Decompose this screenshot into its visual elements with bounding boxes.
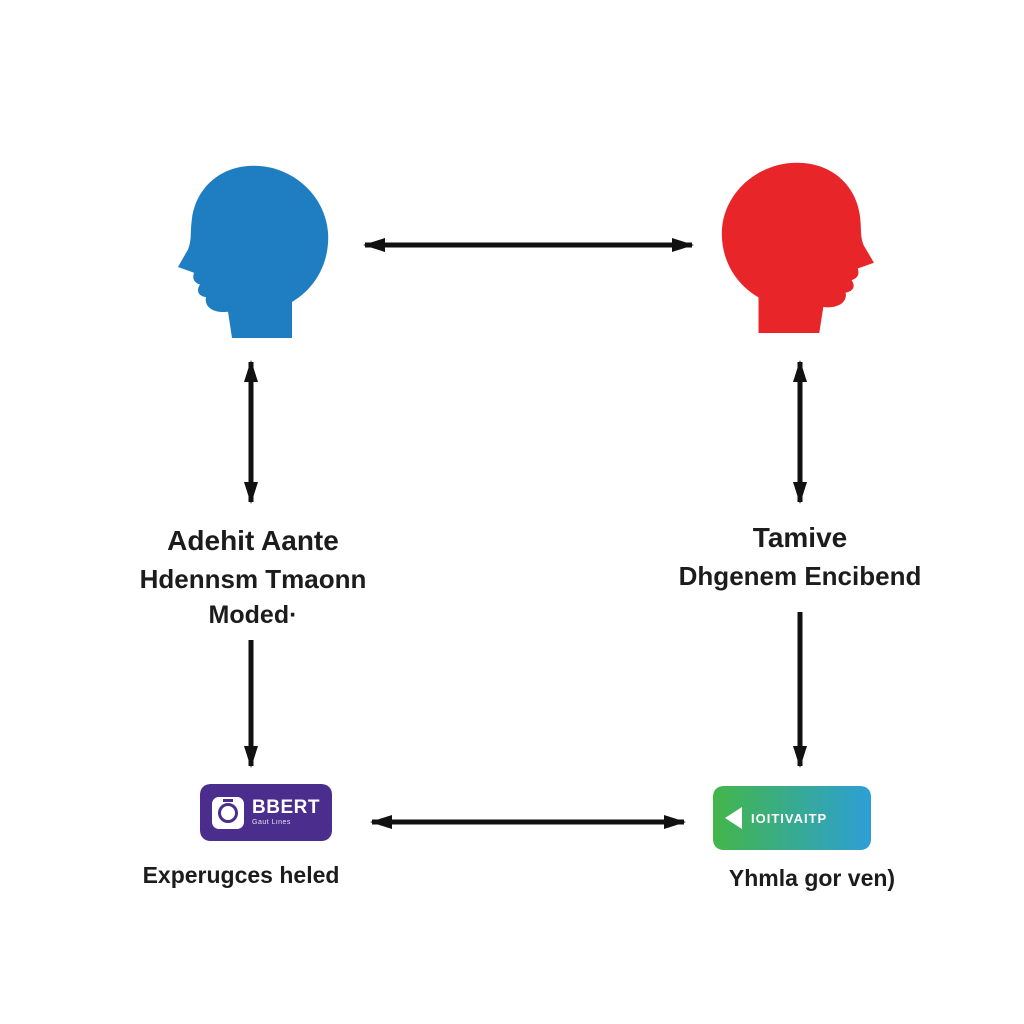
blue-head-icon [178,165,329,338]
right-badge: IOITIVAITP [713,786,871,850]
left-caption: Experugces heled [142,862,340,888]
left-label-block: Adehit Aante Hdennsm Tmaonn Moded· [140,522,367,632]
left-head-figure [172,158,332,338]
red-head-icon [721,162,874,333]
right-badge-label: IOITIVAITP [751,810,828,826]
play-triangle-icon [725,807,742,829]
bbert-logo-icon [212,796,244,829]
left-label-line1: Adehit Aante [167,525,339,556]
left-label-line3: Moded· [208,601,298,629]
right-head-figure [718,155,880,333]
left-badge: BBERT Gaut Lines [200,784,332,841]
right-label-line1: Tamive [752,522,848,553]
left-badge-subtitle: Gaut Lines [252,819,291,826]
left-badge-title: BBERT [252,797,320,818]
right-label-block: Tamive Dhgenem Encibend [679,519,922,595]
right-label-line2: Dhgenem Encibend [678,561,922,591]
left-label-line2: Hdennsm Tmaonn [139,564,367,594]
right-caption: Yhmla gor ven) [728,865,896,891]
